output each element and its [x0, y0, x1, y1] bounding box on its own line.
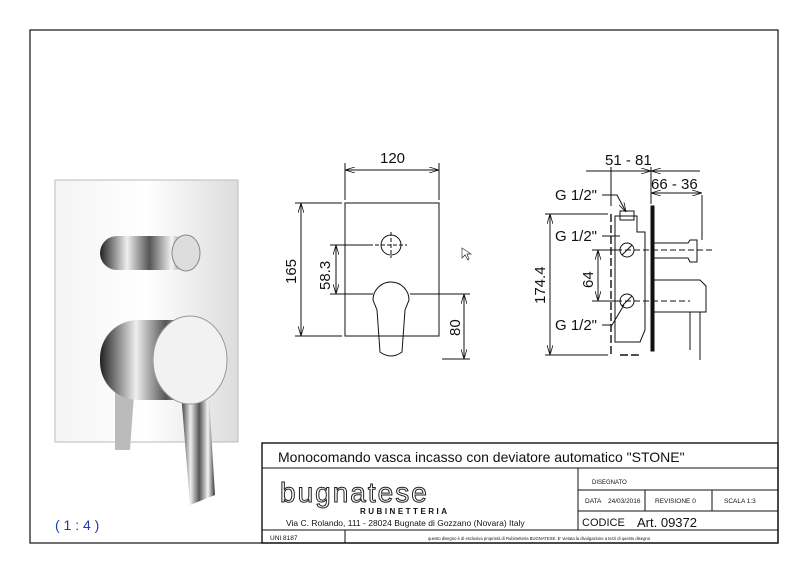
mouse-cursor-icon	[461, 247, 473, 261]
scale-note: ( 1 : 4 )	[55, 517, 99, 533]
connection-label-top: G 1/2"	[555, 187, 597, 204]
disclaimer: questo disegno è di esclusiva proprietà …	[428, 536, 651, 541]
codice-label: CODICE	[582, 517, 625, 529]
product-photo	[54, 179, 239, 505]
data-label: DATA	[585, 498, 602, 505]
codice-value: Art. 09372	[637, 515, 697, 530]
company-logo-subtitle: RUBINETTERIA	[360, 507, 450, 516]
company-address: Via C. Rolando, 111 - 28024 Bugnate di G…	[286, 518, 525, 528]
dim-side-height: 174.4	[532, 266, 549, 304]
drawing-title: Monocomando vasca incasso con deviatore …	[278, 449, 685, 465]
dim-projection-range: 66 - 36	[651, 176, 698, 193]
dim-spacing: 64	[580, 271, 597, 288]
scala: SCALA 1:3	[724, 498, 756, 505]
side-view	[545, 167, 712, 360]
dim-knob-offset: 58.3	[317, 261, 334, 290]
dim-depth-range: 51 - 81	[605, 152, 652, 169]
title-block	[261, 442, 779, 544]
dim-lever-offset: 80	[447, 319, 464, 336]
connection-label-bottom: G 1/2"	[555, 317, 597, 334]
disegnato-label: DISEGNATO	[592, 480, 627, 486]
connection-label-middle: G 1/2"	[555, 228, 597, 245]
front-view	[295, 163, 470, 360]
data-value: 24/03/2016	[608, 498, 641, 505]
dim-height: 165	[283, 259, 300, 284]
uni-standard: UNI 8187	[270, 535, 298, 542]
company-logo: bugnatese	[280, 477, 429, 508]
revisione: REVISIONE 0	[655, 498, 696, 505]
dim-width: 120	[380, 150, 405, 167]
